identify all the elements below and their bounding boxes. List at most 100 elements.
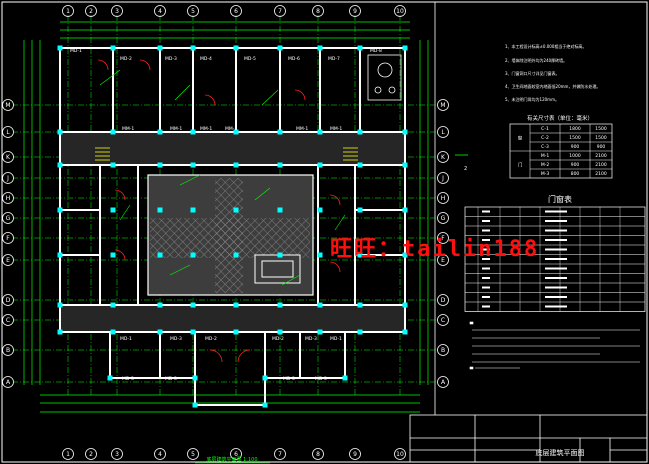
grid-label-bottom: 9 [353,451,357,458]
grid-label-bottom: 10 [396,451,404,458]
grid-label-left: C [6,317,10,324]
grid-bubble-top [85,5,97,17]
grid-label-bottom: 8 [316,451,320,458]
size-table-cell: 2100 [595,153,607,159]
column [357,302,363,308]
column [57,129,63,135]
grid-label-bottom: 3 [115,451,119,458]
door-table-cell-mark [545,229,567,232]
door-table-border [464,206,646,312]
door-table-cell-mark [545,286,567,289]
column [190,207,196,213]
column [110,302,116,308]
size-table-cell: C-2 [541,135,549,141]
column [342,375,348,381]
door-table-cell-mark [482,277,490,279]
room-label: MM-1 [170,126,182,132]
column [57,302,63,308]
grid-bubble-right [437,376,449,388]
column [110,329,116,335]
room-label: MD-3 [283,376,295,382]
column [192,402,198,408]
grid-label-bottom: 6 [234,451,238,458]
column [402,207,408,213]
grid-label-right: E [441,257,445,264]
grid-bubble-bottom [154,448,166,460]
size-table-cell: M-3 [541,171,550,177]
column [192,375,198,381]
grid-label-left: D [6,297,11,304]
door-table-cell-mark [545,248,567,251]
door-table-grid [464,206,646,312]
grid-bubble-right [437,232,449,244]
room-label: MD-4 [200,56,212,62]
column [277,162,283,168]
grid-bubble-bottom [274,448,286,460]
room-label: MM-1 [330,126,342,132]
column [190,162,196,168]
column [317,45,323,51]
grid-label-top: 6 [234,8,238,15]
column [277,129,283,135]
grid-label-left: K [6,154,11,161]
column [110,252,116,258]
size-table-cell: 1000 [569,153,581,159]
size-table-title: 有关尺寸表（单位：毫米） [527,114,593,122]
grid-label-top: 2 [89,8,93,15]
grid-label-top: 10 [396,8,404,15]
column [233,302,239,308]
room-label: MM-1 [225,126,237,132]
column [190,302,196,308]
door-table-cell-mark [545,305,567,308]
size-table-cell: 窗 [518,135,523,142]
column [157,45,163,51]
grid-bubble-bottom [230,448,242,460]
door-table-cell-mark [545,258,567,260]
door-table-cell-mark [482,267,490,270]
grid-bubble-top [394,5,406,17]
column [317,329,323,335]
column [317,207,323,213]
grid-label-top: 7 [278,8,282,15]
toilet-fixtures [367,54,402,101]
size-table-cell: 1500 [595,135,607,141]
grid-bubble-right [437,314,449,326]
grid-bubble-bottom [85,448,97,460]
grid-label-right: D [441,297,446,304]
grid-label-left: L [6,129,10,136]
size-table-cell: 1800 [569,126,581,132]
grid-label-left: M [5,102,10,109]
column [190,252,196,258]
room-label: MD-1 [70,48,82,54]
grid-bubble-top [187,5,199,17]
column [277,45,283,51]
size-table-cell: M-2 [541,162,550,168]
door-table-cell-mark [545,210,567,213]
door-table-cell-mark [545,267,567,270]
dimension-lines [23,21,429,413]
grid-label-right: G [441,215,446,222]
grid-bubble-left [2,192,14,204]
column [110,129,116,135]
column [57,45,63,51]
column [402,302,408,308]
grid-label-left: G [6,215,11,222]
column [357,162,363,168]
grid-bubble-top [62,5,74,17]
room-label: MM-1 [296,126,308,132]
plan-caption: 底层建筑平面图 1:100 [207,456,258,463]
grid-label-bottom: 4 [158,451,162,458]
column [157,162,163,168]
door-table-cell-mark [482,248,490,251]
column [317,252,323,258]
grid-bubble-left [2,172,14,184]
room-label: MD-3 [122,376,134,382]
grid-label-top: 9 [353,8,357,15]
legend-bullet [469,366,474,370]
grid-bubble-right [437,172,449,184]
grid-label-left: E [6,257,10,264]
legend-bullet [469,321,474,325]
